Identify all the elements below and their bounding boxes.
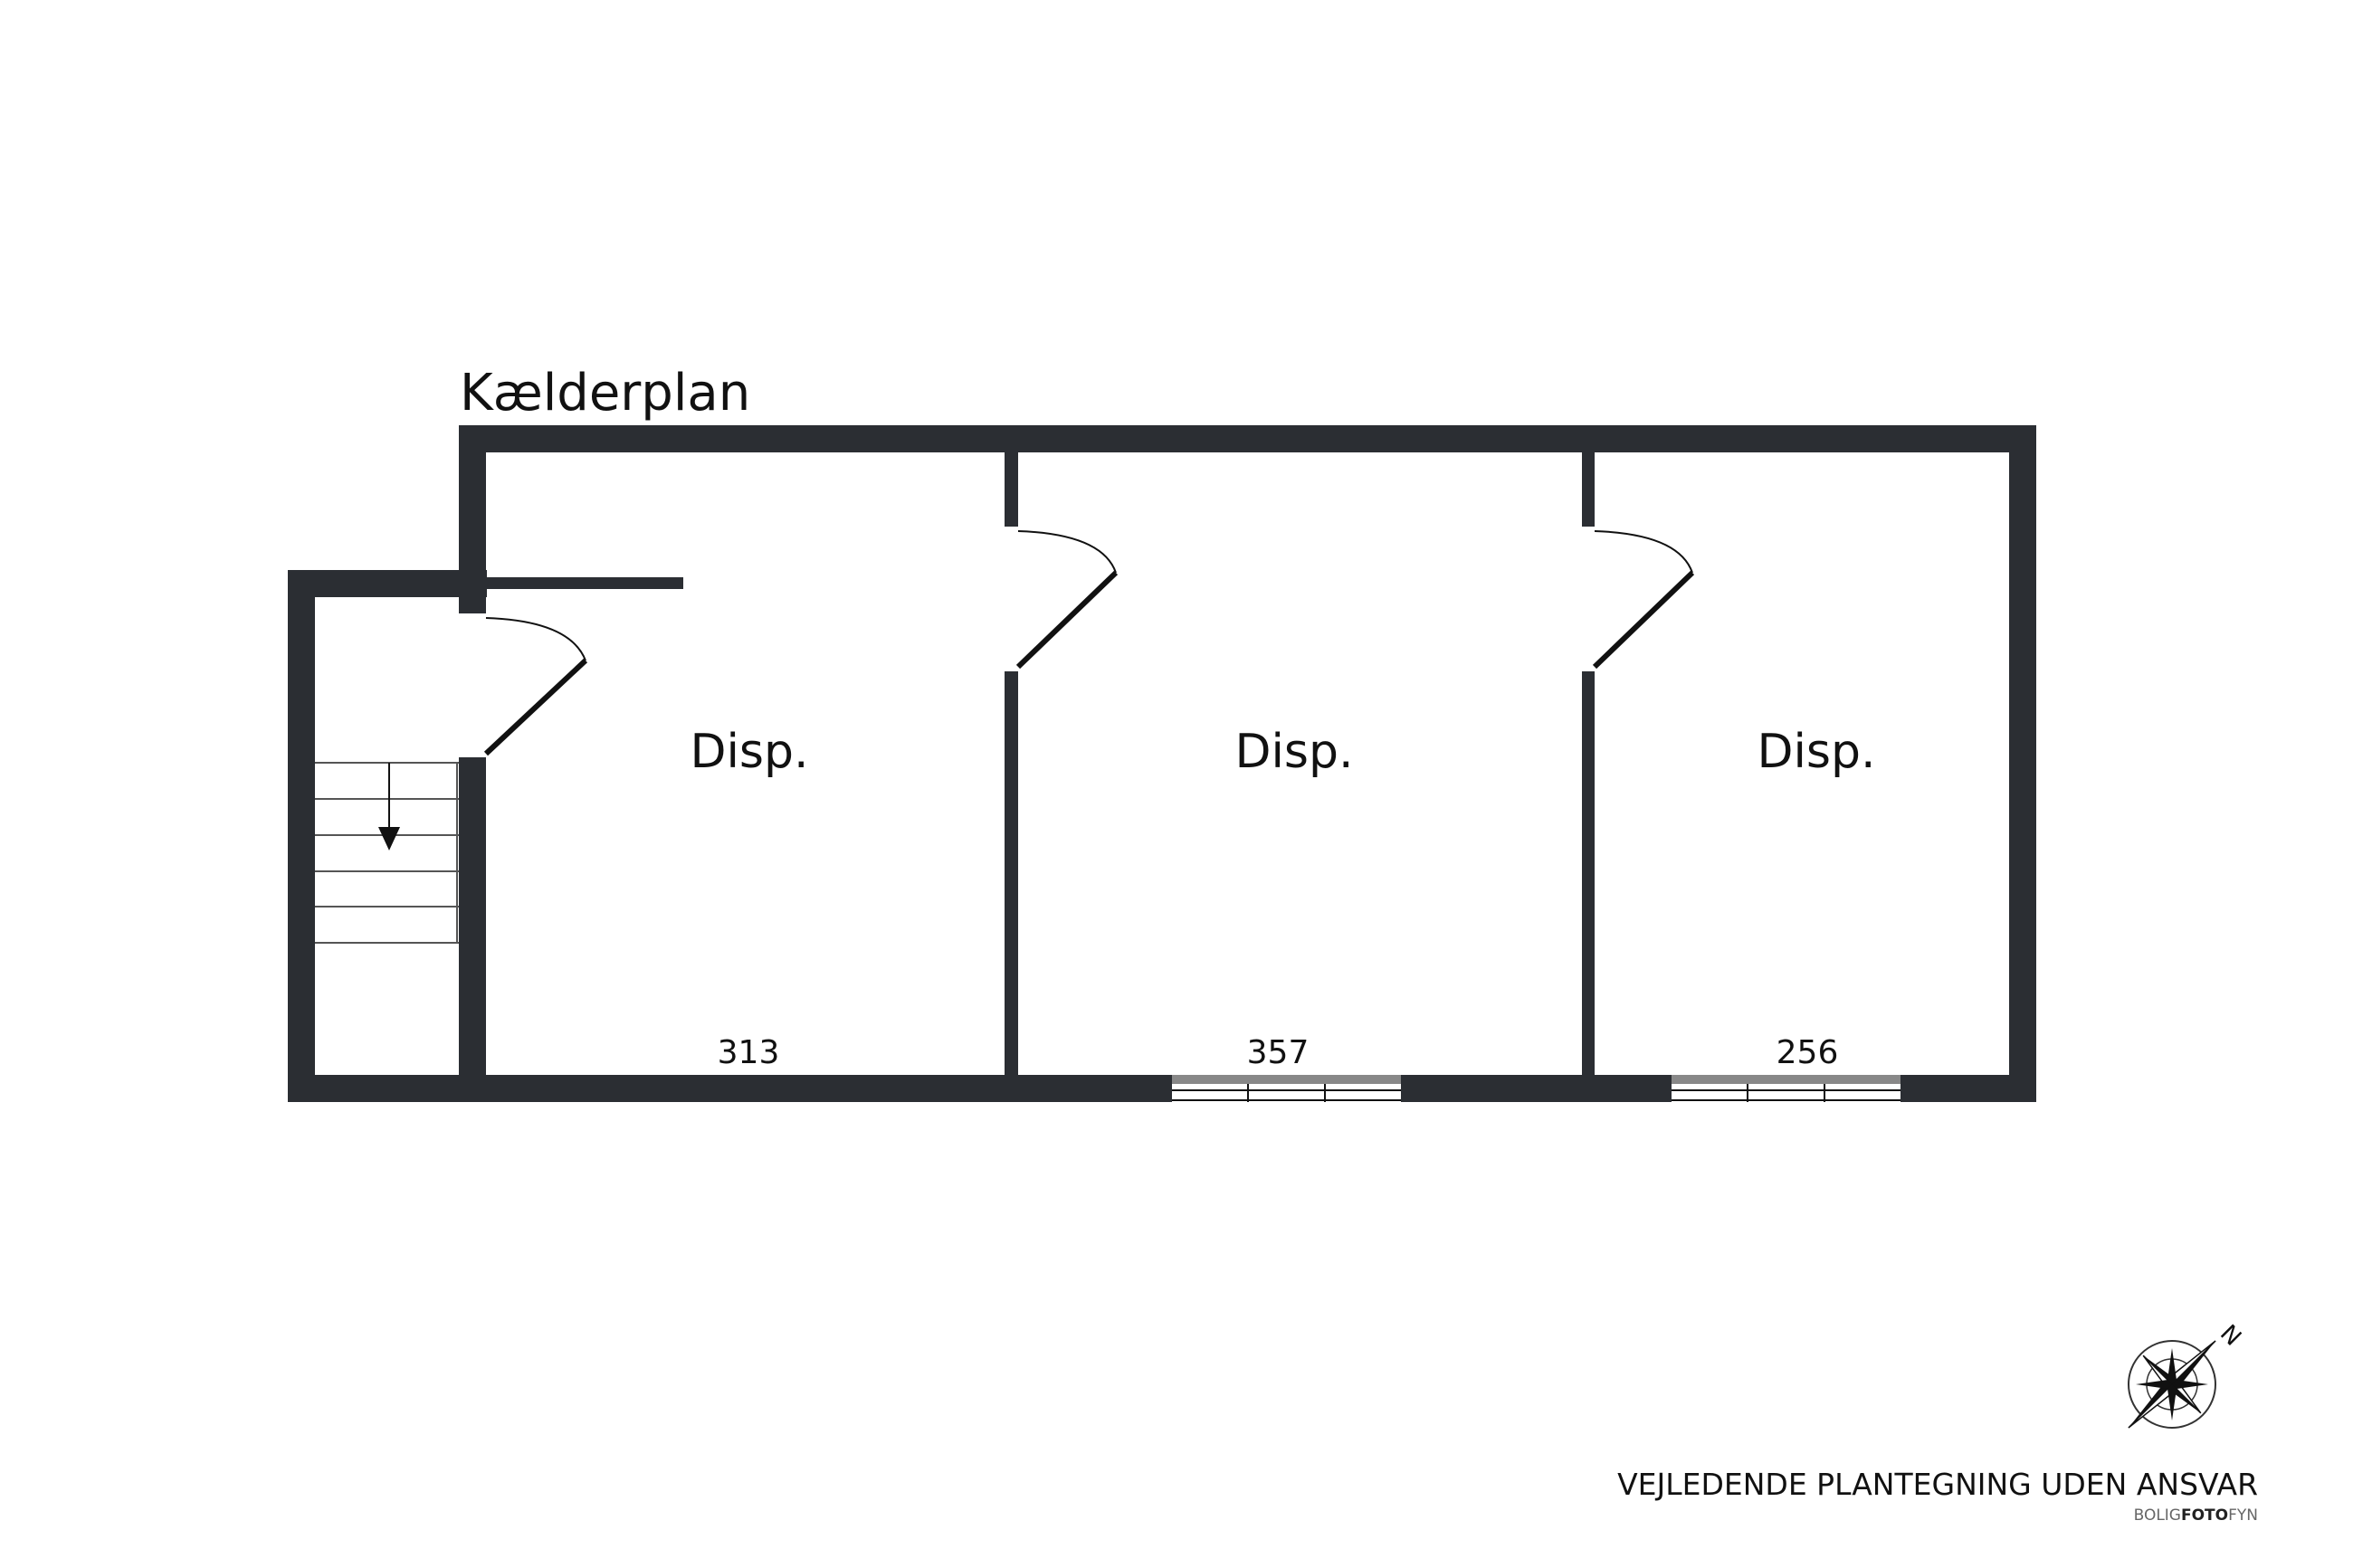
door-3 [1592, 530, 1695, 670]
windows [1172, 1075, 1900, 1102]
room-2-label: Disp. [1234, 725, 1353, 779]
wall-top [459, 425, 2036, 452]
partition-3-lower [1582, 671, 1595, 1079]
wall-left-upper [459, 425, 486, 613]
wall-stair-top [288, 570, 487, 597]
door-1 [483, 617, 588, 756]
plan-title: Kælderplan [460, 364, 750, 423]
window-1 [1172, 1075, 1401, 1102]
arrow-down-icon [378, 763, 400, 851]
door-2 [1015, 530, 1119, 670]
wall-thin [486, 577, 683, 589]
doors [483, 530, 1695, 756]
room-3-dimension: 256 [1777, 1034, 1839, 1071]
partition-2-lower [1005, 671, 1018, 1079]
walls [288, 425, 2036, 1102]
room-labels: Disp. Disp. Disp. 313 357 256 [690, 725, 1875, 1071]
brand-logo: BOLIGFOTOFYN [2134, 1506, 2258, 1525]
room-1-dimension: 313 [718, 1034, 780, 1071]
window-2 [1672, 1075, 1900, 1102]
partition-3-upper [1582, 451, 1595, 527]
wall-stair-left [288, 570, 315, 1102]
partition-2-upper [1005, 451, 1018, 527]
brand-part-2: FOTO [2181, 1506, 2228, 1525]
room-3-label: Disp. [1757, 725, 1875, 779]
wall-left-lower [459, 757, 486, 1102]
brand-part-1: BOLIG [2134, 1506, 2181, 1525]
stairs [315, 762, 459, 944]
room-2-dimension: 357 [1247, 1034, 1310, 1071]
room-1-label: Disp. [690, 725, 808, 779]
brand-part-3: FYN [2228, 1506, 2258, 1525]
wall-right [2009, 425, 2036, 1102]
compass-icon: N [2128, 1320, 2246, 1429]
disclaimer-text: VEJLEDENDE PLANTEGNING UDEN ANSVAR [1617, 1467, 2258, 1502]
compass-north-label: N [2215, 1320, 2246, 1352]
